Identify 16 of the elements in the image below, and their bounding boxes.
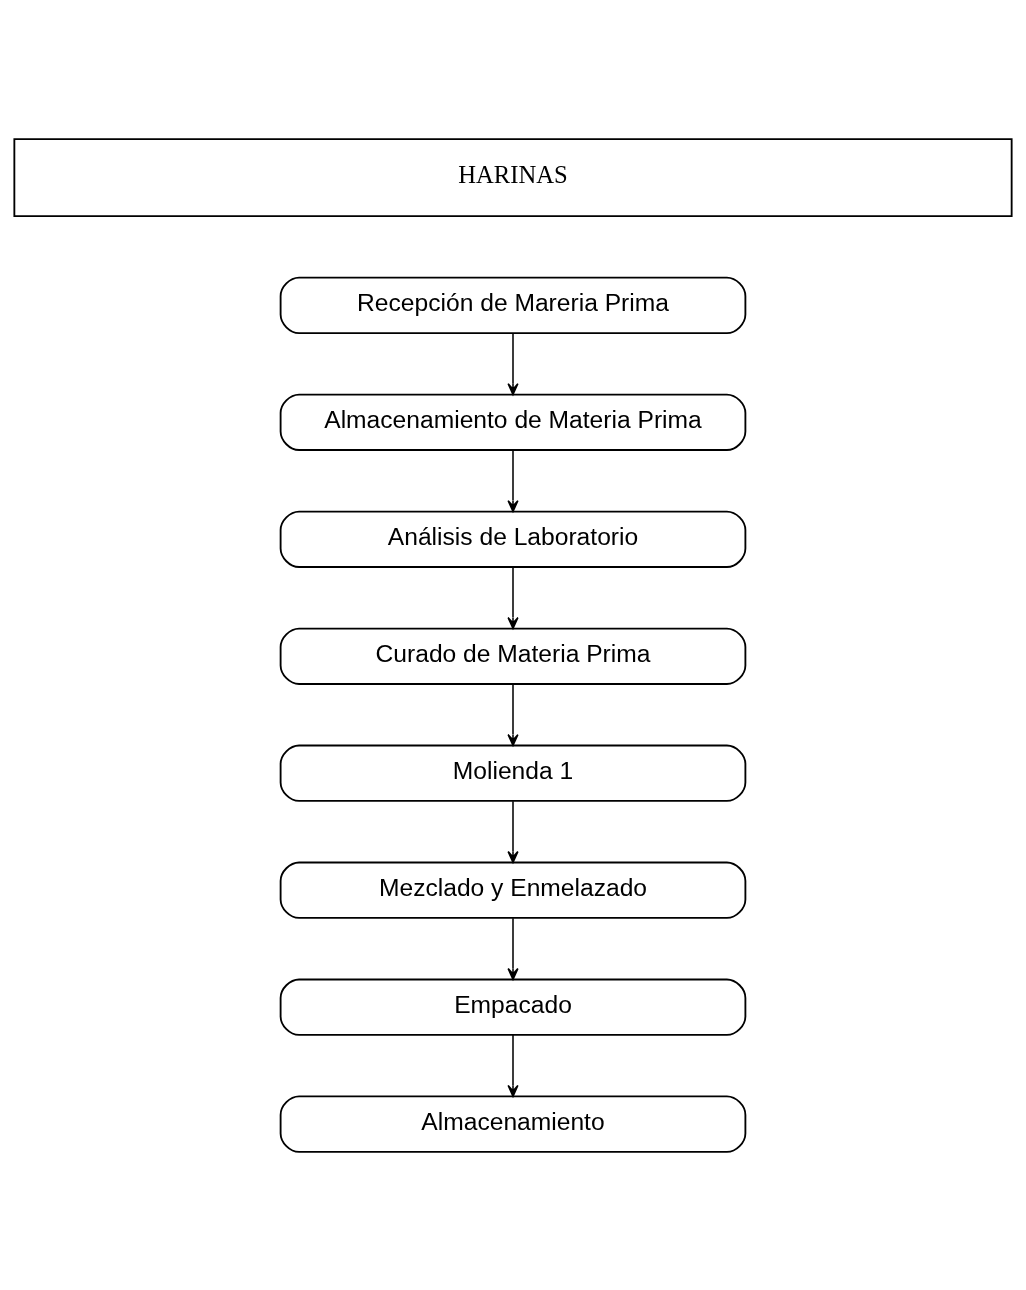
node-box: Curado de Materia Prima bbox=[279, 627, 747, 685]
node-box: Análisis de Laboratorio bbox=[279, 510, 747, 568]
node-box: Empacado bbox=[279, 978, 747, 1036]
node-box: Almacenamiento bbox=[279, 1095, 747, 1153]
arrow bbox=[507, 566, 519, 629]
node-box: Molienda 1 bbox=[279, 744, 747, 802]
node-box: HARINAS bbox=[13, 137, 1013, 217]
arrow bbox=[507, 1033, 519, 1097]
arrow bbox=[507, 332, 519, 395]
arrow bbox=[507, 449, 519, 512]
arrow bbox=[507, 916, 519, 980]
node-box: Almacenamiento de Materia Prima bbox=[279, 393, 747, 451]
node-box: Recepción de Mareria Prima bbox=[279, 276, 747, 334]
arrow bbox=[507, 682, 519, 746]
arrow bbox=[507, 799, 519, 863]
node-box: Mezclado y Enmelazado bbox=[279, 861, 747, 919]
